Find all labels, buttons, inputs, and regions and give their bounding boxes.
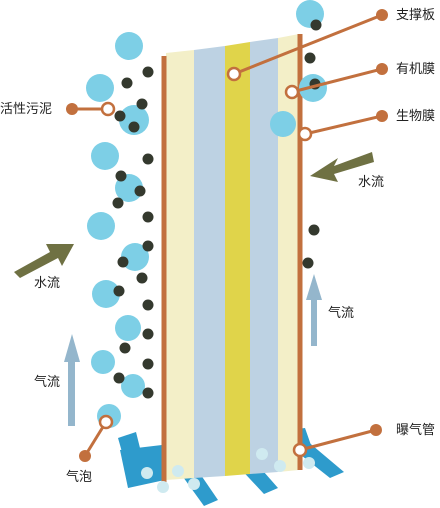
callout-anchor-icon bbox=[98, 414, 114, 430]
sludge-dot bbox=[112, 197, 124, 209]
sludge-dot bbox=[142, 328, 154, 340]
sludge-dot bbox=[142, 66, 154, 78]
label-activated-sludge: 活性污泥 bbox=[0, 102, 52, 117]
sludge-bubble bbox=[91, 142, 119, 170]
organic-membrane-layer-right bbox=[250, 38, 278, 474]
label-biofilm: 生物膜 bbox=[396, 109, 435, 124]
sludge-bubble bbox=[270, 111, 296, 137]
aeration-bubble bbox=[172, 465, 184, 477]
aeration-pipe-end bbox=[118, 432, 140, 452]
sludge-bubble bbox=[115, 32, 143, 60]
callouts bbox=[66, 9, 388, 462]
label-aeration-pipe: 曝气管 bbox=[396, 422, 435, 438]
label-air-flow-right: 气流 bbox=[328, 305, 354, 321]
sludge-dot bbox=[136, 98, 148, 110]
biofilm-layer-left bbox=[166, 50, 194, 480]
label-water-flow-right: 水流 bbox=[358, 175, 384, 190]
sludge-bubble bbox=[86, 74, 114, 102]
aeration-bubble-group bbox=[141, 448, 315, 493]
sludge-dot bbox=[114, 110, 126, 122]
label-organic-membrane: 有机膜 bbox=[396, 62, 435, 77]
callout-anchor-icon bbox=[297, 126, 313, 142]
label-water-flow-left: 水流 bbox=[34, 276, 60, 291]
label-support-plate: 支撑板 bbox=[396, 8, 435, 23]
sludge-dot bbox=[304, 52, 316, 64]
sludge-bubble bbox=[121, 374, 145, 398]
callout-marker-icon bbox=[66, 103, 78, 115]
sludge-dot bbox=[308, 224, 320, 236]
callout-anchor-icon bbox=[292, 442, 308, 458]
callout-anchor-icon bbox=[284, 84, 300, 100]
callout-marker-icon bbox=[79, 450, 91, 462]
label-bubble: 气泡 bbox=[66, 469, 92, 485]
aeration-bubble bbox=[274, 460, 286, 472]
callout-anchor-icon bbox=[100, 101, 116, 117]
sludge-bubble bbox=[91, 350, 115, 374]
callout-marker-icon bbox=[376, 110, 388, 122]
sludge-dot bbox=[142, 358, 154, 370]
sludge-dot bbox=[136, 272, 148, 284]
sludge-dot bbox=[142, 240, 154, 252]
sludge-dot bbox=[119, 342, 131, 354]
callout-line-biofilm bbox=[304, 114, 383, 136]
air-flow-arrow-right bbox=[306, 274, 322, 346]
callout-line-aeration-pipe bbox=[299, 428, 377, 452]
callout-marker-icon bbox=[376, 9, 388, 21]
sludge-bubble bbox=[119, 105, 149, 135]
sludge-dot bbox=[142, 211, 154, 223]
sludge-dot bbox=[310, 19, 322, 31]
water-flow-arrow-left bbox=[14, 244, 74, 278]
callout-marker-icon bbox=[370, 424, 382, 436]
aeration-bubble bbox=[303, 457, 315, 469]
callout-line-support-plate bbox=[233, 13, 383, 76]
sludge-dot bbox=[142, 153, 154, 165]
label-air-flow-left: 气流 bbox=[34, 374, 60, 390]
sludge-dot bbox=[142, 387, 154, 399]
air-flow-arrow-left bbox=[64, 334, 80, 426]
water-flow-arrow-right bbox=[310, 152, 374, 182]
sludge-dot bbox=[302, 257, 314, 269]
sludge-dot bbox=[113, 285, 125, 297]
sludge-dot bbox=[113, 372, 125, 384]
callout-marker-icon bbox=[376, 63, 388, 75]
center-layer bbox=[225, 42, 250, 476]
organic-membrane-layer-left bbox=[194, 46, 225, 478]
sludge-dot bbox=[142, 299, 154, 311]
sludge-dot bbox=[117, 256, 129, 268]
sludge-dot bbox=[121, 77, 133, 89]
aeration-bubble bbox=[141, 467, 153, 479]
membrane-module bbox=[161, 34, 303, 484]
sludge-dot bbox=[128, 121, 140, 133]
sludge-dot bbox=[115, 170, 127, 182]
callout-line-organic-membrane bbox=[291, 67, 383, 94]
bubble-group bbox=[86, 0, 327, 428]
sludge-dot-group bbox=[112, 19, 322, 399]
aeration-bubble bbox=[256, 448, 268, 460]
callout-anchor-icon bbox=[226, 66, 242, 82]
sludge-bubble bbox=[115, 315, 141, 341]
biofilm-layer-right bbox=[278, 34, 299, 472]
sludge-dot bbox=[134, 185, 146, 197]
sludge-bubble bbox=[92, 280, 120, 308]
aeration-bubble bbox=[157, 481, 169, 493]
aeration-bubble bbox=[188, 478, 200, 490]
sludge-bubble bbox=[87, 212, 115, 240]
